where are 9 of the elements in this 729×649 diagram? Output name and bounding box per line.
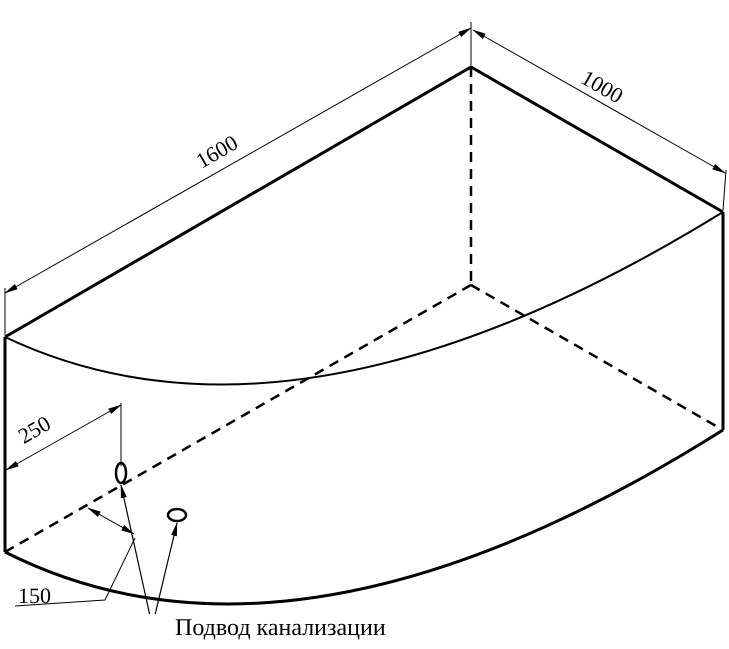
dimension-label: 1600 bbox=[192, 130, 242, 174]
callout-text: Подвод канализации bbox=[175, 614, 386, 644]
dimension-label: 250 bbox=[14, 411, 55, 449]
leader-line bbox=[120, 484, 150, 614]
drain-opening bbox=[166, 507, 188, 523]
dimension-label: 150 bbox=[18, 584, 51, 608]
dimension-label: 1000 bbox=[576, 66, 628, 108]
leader-line bbox=[154, 522, 178, 614]
drain-opening bbox=[114, 461, 128, 485]
